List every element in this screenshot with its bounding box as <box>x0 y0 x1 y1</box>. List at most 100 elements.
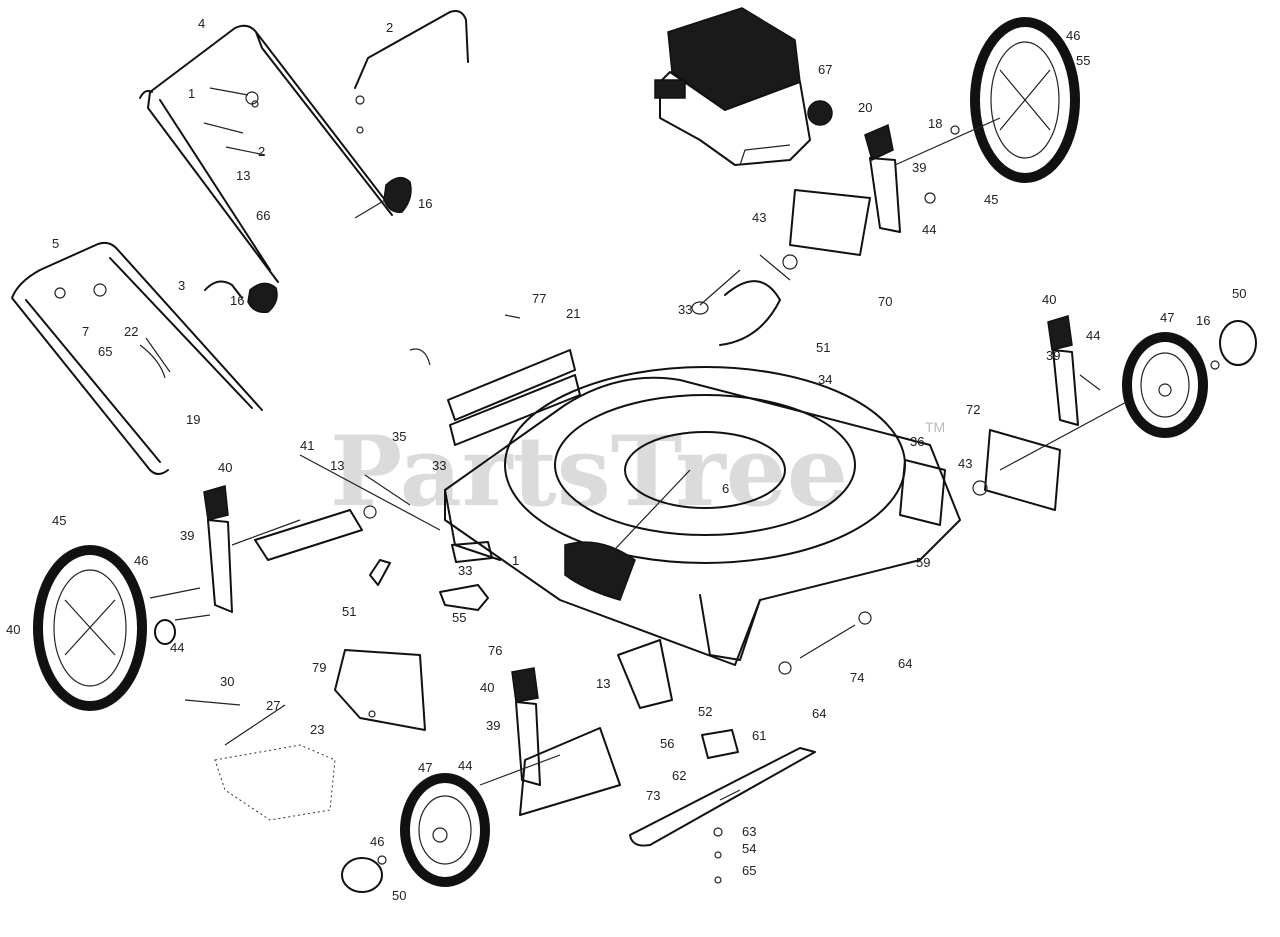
callout-7: 7 <box>82 324 89 339</box>
callout-33: 33 <box>458 563 472 578</box>
cable-guide[interactable] <box>354 10 469 134</box>
watermark-text: PartsTree <box>330 415 848 528</box>
callout-5: 5 <box>52 236 59 251</box>
callout-72: 72 <box>966 402 980 417</box>
callout-16: 16 <box>418 196 432 211</box>
callout-62: 62 <box>672 768 686 783</box>
callout-16: 16 <box>1196 313 1210 328</box>
callout-18: 18 <box>928 116 942 131</box>
callout-55: 55 <box>452 610 466 625</box>
callout-39: 39 <box>1046 348 1060 363</box>
front-wheel-left[interactable] <box>341 773 490 893</box>
callout-23: 23 <box>310 722 324 737</box>
callout-3: 3 <box>178 278 185 293</box>
callout-34: 34 <box>818 372 832 387</box>
callout-1: 1 <box>512 553 519 568</box>
grass-bag[interactable] <box>184 699 336 821</box>
callout-2: 2 <box>386 20 393 35</box>
handle-knob-lower[interactable] <box>204 280 278 314</box>
callout-51: 51 <box>816 340 830 355</box>
callout-40: 40 <box>480 680 494 695</box>
rear-height-lever-left[interactable] <box>149 485 301 645</box>
callout-1: 1 <box>188 86 195 101</box>
callout-39: 39 <box>180 528 194 543</box>
callout-64: 64 <box>898 656 912 671</box>
callout-66: 66 <box>256 208 270 223</box>
callout-51: 51 <box>342 604 356 619</box>
callout-35: 35 <box>392 429 406 444</box>
callout-65: 65 <box>742 863 756 878</box>
callout-63: 63 <box>742 824 756 839</box>
callout-40: 40 <box>1042 292 1056 307</box>
callout-47: 47 <box>1160 310 1174 325</box>
callout-76: 76 <box>488 643 502 658</box>
callout-52: 52 <box>698 704 712 719</box>
callout-61: 61 <box>752 728 766 743</box>
callout-21: 21 <box>566 306 580 321</box>
rear-wheel-right[interactable] <box>970 17 1080 183</box>
callout-2: 2 <box>258 144 265 159</box>
engine[interactable] <box>654 7 833 166</box>
deck-hardware[interactable] <box>713 611 872 884</box>
callout-65: 65 <box>98 344 112 359</box>
callout-46: 46 <box>134 553 148 568</box>
callout-73: 73 <box>646 788 660 803</box>
callout-74: 74 <box>850 670 864 685</box>
discharge-cover[interactable] <box>334 649 426 731</box>
rear-axle[interactable] <box>254 454 441 586</box>
callout-13: 13 <box>330 458 344 473</box>
rear-axle-bracket[interactable] <box>691 189 871 346</box>
callout-36: 36 <box>910 434 924 449</box>
rear-baffle[interactable] <box>409 314 581 446</box>
front-axle-right[interactable] <box>899 399 1131 526</box>
lower-handle[interactable] <box>11 241 263 475</box>
blade-adapter[interactable] <box>617 639 739 759</box>
callout-33: 33 <box>678 302 692 317</box>
handle-knob-upper[interactable] <box>354 176 412 219</box>
front-height-lever-left[interactable] <box>479 667 621 816</box>
callout-22: 22 <box>124 324 138 339</box>
callout-27: 27 <box>266 698 280 713</box>
front-wheel-right[interactable] <box>1122 320 1257 438</box>
callout-20: 20 <box>858 100 872 115</box>
rear-height-lever-right[interactable] <box>864 117 1001 233</box>
cutting-blade[interactable] <box>629 747 816 847</box>
callout-54: 54 <box>742 841 756 856</box>
callout-70: 70 <box>878 294 892 309</box>
callout-46: 46 <box>370 834 384 849</box>
callout-44: 44 <box>170 640 184 655</box>
callout-67: 67 <box>818 62 832 77</box>
callout-45: 45 <box>984 192 998 207</box>
callout-30: 30 <box>220 674 234 689</box>
callout-50: 50 <box>1232 286 1246 301</box>
callout-13: 13 <box>596 676 610 691</box>
callout-19: 19 <box>186 412 200 427</box>
rear-wheel-left[interactable] <box>33 545 147 711</box>
callout-33: 33 <box>432 458 446 473</box>
callout-16: 16 <box>230 293 244 308</box>
callout-43: 43 <box>958 456 972 471</box>
callout-40: 40 <box>218 460 232 475</box>
front-height-lever-right[interactable] <box>1047 315 1101 426</box>
upper-handle[interactable] <box>139 24 393 283</box>
callout-47: 47 <box>418 760 432 775</box>
callout-56: 56 <box>660 736 674 751</box>
callout-44: 44 <box>1086 328 1100 343</box>
callout-64: 64 <box>812 706 826 721</box>
callout-77: 77 <box>532 291 546 306</box>
side-plug[interactable] <box>439 541 493 611</box>
callout-79: 79 <box>312 660 326 675</box>
callout-45: 45 <box>52 513 66 528</box>
mower-deck[interactable] <box>444 366 961 666</box>
callout-4: 4 <box>198 16 205 31</box>
callout-46: 46 <box>1066 28 1080 43</box>
callout-43: 43 <box>752 210 766 225</box>
callout-39: 39 <box>486 718 500 733</box>
watermark: PartsTree TM <box>330 415 945 528</box>
callout-41: 41 <box>300 438 314 453</box>
callout-40: 40 <box>6 622 20 637</box>
watermark-trademark: TM <box>925 419 945 435</box>
callout-59: 59 <box>916 555 930 570</box>
